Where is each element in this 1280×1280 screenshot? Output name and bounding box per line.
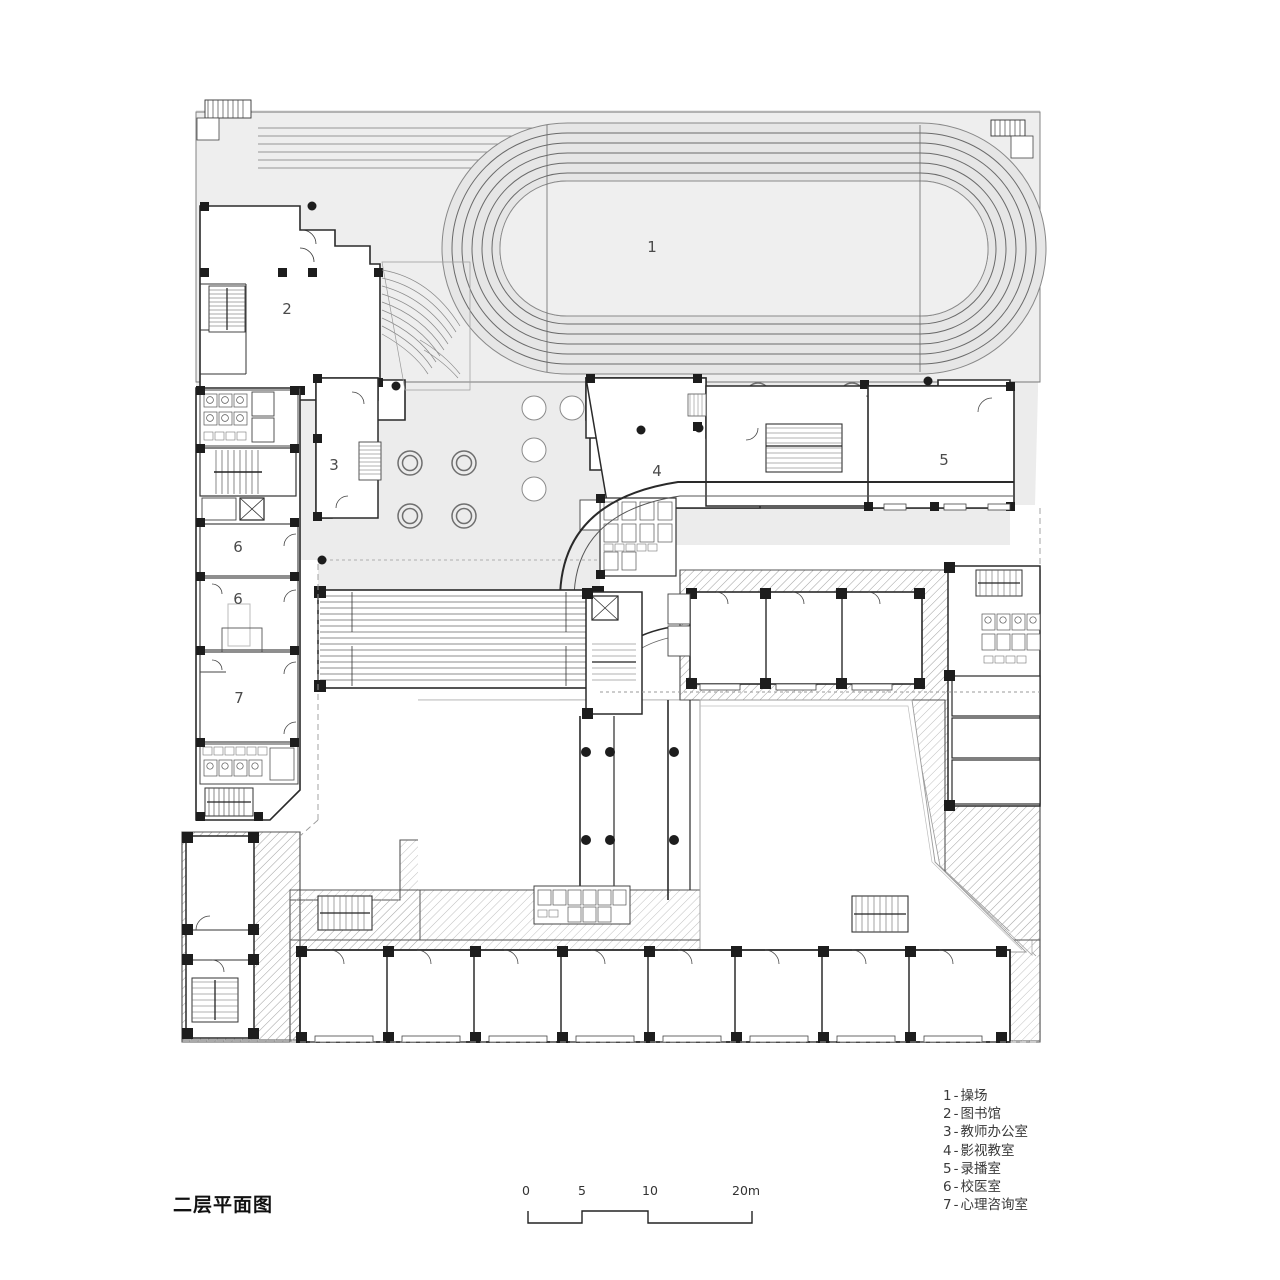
stair-room4-mid xyxy=(765,423,843,473)
room-7 xyxy=(199,651,299,743)
stair-west-south xyxy=(204,787,254,817)
legend: 1-操场 2-图书馆 3-教师办公室 4-影视教室 5-录播室 6-校医室 7-… xyxy=(943,1087,1028,1214)
stair-room4-west xyxy=(687,393,707,417)
legend-sep-1: - xyxy=(953,1088,959,1104)
legend-num-7: 7 xyxy=(943,1197,952,1214)
office-room-3 xyxy=(313,374,382,521)
toilet-block-north xyxy=(199,389,299,447)
room-label-5: 5 xyxy=(939,451,949,469)
scale-tick-5: 5 xyxy=(578,1183,586,1198)
scale-bar-graphic xyxy=(527,1210,753,1224)
stair-core-west xyxy=(199,447,297,521)
stair-south-east xyxy=(851,895,909,933)
stair-east-north xyxy=(975,569,1023,597)
room-6-upper xyxy=(199,523,299,577)
room-label-6-upper: 6 xyxy=(233,538,243,556)
stair-track-ne xyxy=(990,119,1034,159)
scale-tick-0: 0 xyxy=(522,1183,530,1198)
classroom-wing-south xyxy=(296,946,1011,1043)
room-6-lower xyxy=(199,577,299,651)
atrium-void xyxy=(699,699,1028,953)
classroom-dividers xyxy=(386,950,910,1042)
stair-track-nw xyxy=(196,99,252,141)
columns-west-wing xyxy=(196,386,299,821)
columns-room4 xyxy=(586,374,933,435)
legend-item-3: 3-教师办公室 xyxy=(943,1123,1028,1141)
room-label-1: 1 xyxy=(647,238,657,256)
legend-sep-2: - xyxy=(953,1106,959,1123)
lift-stair-core-centre xyxy=(582,588,643,719)
stair-south-west xyxy=(317,895,373,931)
classroom-block-north xyxy=(667,588,925,691)
stair-library xyxy=(208,285,246,333)
legend-item-4: 4-影视教室 xyxy=(943,1142,1028,1160)
legend-label-2: 图书馆 xyxy=(960,1106,1001,1123)
legend-sep-5: - xyxy=(953,1160,959,1177)
page-title: 二层平面图 xyxy=(173,1194,274,1216)
legend-label-6: 校医室 xyxy=(960,1179,1001,1196)
columns-south-wing xyxy=(296,946,1007,1043)
legend-label-1: 操场 xyxy=(960,1088,988,1104)
sw-annex xyxy=(182,832,259,1039)
room-label-3: 3 xyxy=(329,456,339,474)
scale-tick-20: 20m xyxy=(732,1183,761,1198)
legend-sep-4: - xyxy=(953,1142,959,1159)
legend-num-4: 4 xyxy=(943,1142,952,1159)
toilet-south-centre xyxy=(533,885,631,925)
scale-tick-10: 10 xyxy=(642,1183,658,1198)
toilet-east xyxy=(981,613,1041,651)
multipurpose-hall xyxy=(314,586,604,692)
setback-lines xyxy=(290,508,1041,1043)
legend-item-6: 6-校医室 xyxy=(943,1178,1028,1196)
legend-num-1: 1 xyxy=(943,1088,952,1104)
west-service-wing xyxy=(195,386,301,821)
legend-num-6: 6 xyxy=(943,1179,952,1196)
stair-room3-east xyxy=(358,441,382,481)
legend-item-1: 1-操场 xyxy=(943,1087,1028,1105)
legend-label-7: 心理咨询室 xyxy=(960,1197,1028,1214)
stair-annex xyxy=(191,977,239,1023)
room-number-labels: 1 2 3 4 5 6 6 7 xyxy=(233,238,949,707)
legend-sep-7: - xyxy=(953,1197,959,1214)
south-corridor-services xyxy=(317,885,909,933)
legend-num-2: 2 xyxy=(943,1106,952,1123)
recording-studio-room-5 xyxy=(864,382,1015,511)
corridor-walls-vertical xyxy=(579,700,691,900)
legend-num-3: 3 xyxy=(943,1124,952,1141)
east-service-wing xyxy=(944,562,1041,811)
legend-item-5: 5-录播室 xyxy=(943,1160,1028,1178)
room-label-7: 7 xyxy=(234,689,244,707)
scale-tick-labels: 0 5 10 20m xyxy=(520,1183,760,1199)
planter-circles xyxy=(397,382,865,529)
legend-item-2: 2-图书馆 xyxy=(943,1105,1028,1123)
toilet-block-centre xyxy=(579,494,677,579)
scale-bar: 0 5 10 20m xyxy=(520,1183,760,1227)
central-plaza xyxy=(317,382,865,565)
hall-slats xyxy=(320,595,598,681)
toilet-block-south xyxy=(199,743,299,785)
legend-label-4: 影视教室 xyxy=(960,1142,1015,1159)
running-track xyxy=(195,99,1047,383)
legend-label-3: 教师办公室 xyxy=(960,1124,1028,1141)
room-label-4: 4 xyxy=(652,462,662,480)
library-room-2 xyxy=(199,201,471,421)
legend-label-5: 录播室 xyxy=(960,1160,1001,1177)
legend-sep-3: - xyxy=(953,1124,959,1141)
room-label-2: 2 xyxy=(282,300,292,318)
legend-num-5: 5 xyxy=(943,1160,952,1177)
amphitheatre-steps xyxy=(381,269,461,379)
room-label-6-lower: 6 xyxy=(233,590,243,608)
legend-sep-6: - xyxy=(953,1179,959,1196)
legend-item-7: 7-心理咨询室 xyxy=(943,1196,1028,1214)
